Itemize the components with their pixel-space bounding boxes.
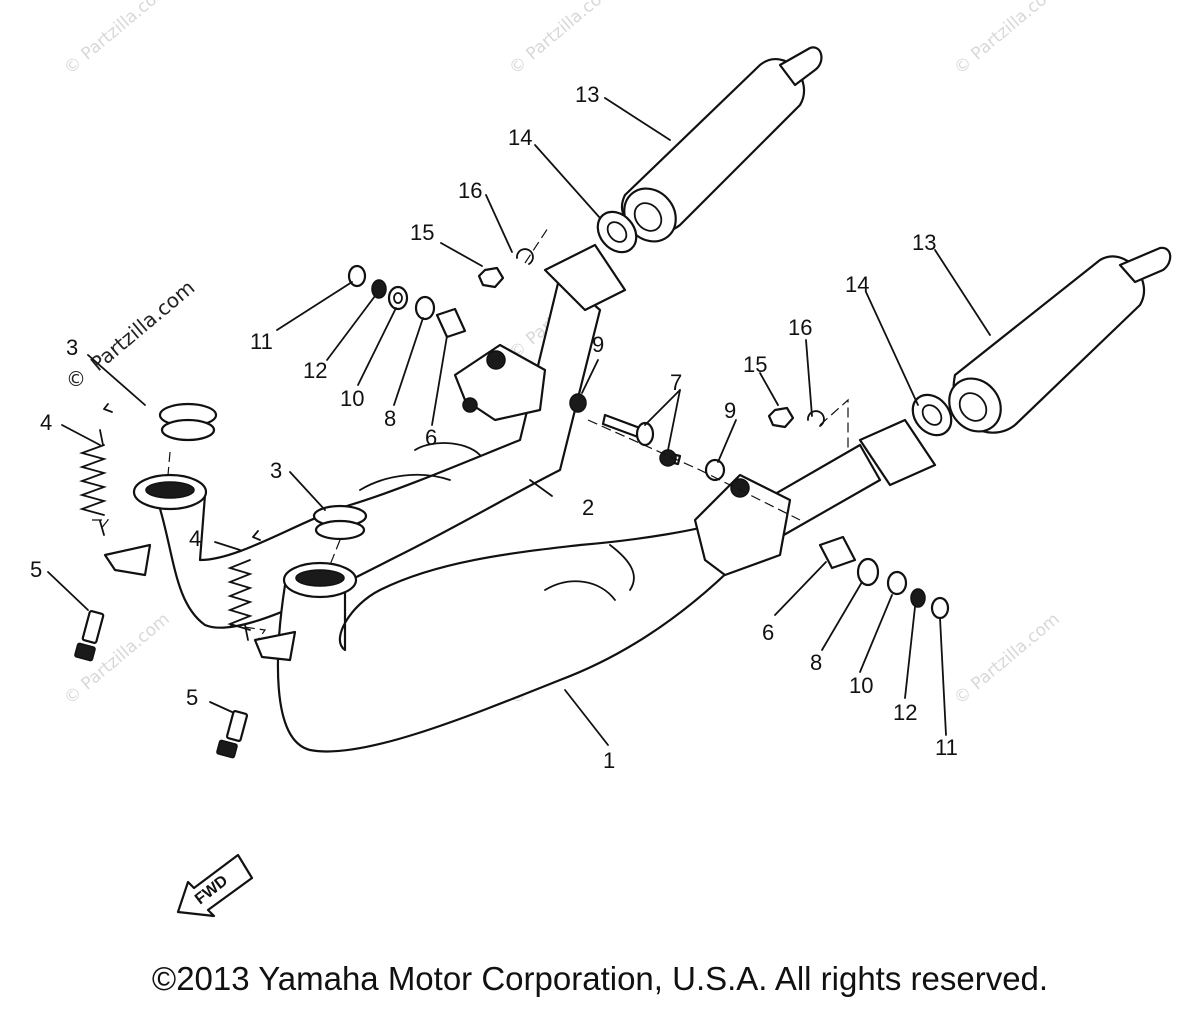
callout-13: 13 [912, 230, 936, 255]
callout-13: 13 [575, 82, 599, 107]
callout-6: 6 [425, 425, 437, 450]
watermark: © Partzilla.com [505, 0, 618, 79]
hardware-stack-upper [347, 264, 467, 339]
callout-8: 8 [810, 650, 822, 675]
watermark-copy-symbol: © [66, 367, 86, 391]
gasket-14-upper [596, 210, 638, 254]
callout-11: 11 [935, 735, 958, 760]
callout-15: 15 [410, 220, 434, 245]
muffler-13-lower [948, 246, 1172, 434]
callout-10: 10 [340, 386, 364, 411]
callout-2: 2 [582, 495, 594, 520]
fwd-arrow-icon: FWD [176, 853, 254, 918]
callout-3: 3 [66, 335, 78, 360]
muffler-13-upper [621, 46, 823, 243]
callout-5: 5 [186, 685, 198, 710]
bolt-5-right [216, 710, 249, 759]
spring-4-left [79, 403, 113, 536]
assembly-lines [92, 227, 849, 641]
callout-7: 7 [670, 370, 682, 395]
callout-11: 11 [250, 329, 273, 354]
watermark: © Partzilla.com [950, 0, 1063, 79]
callout-8: 8 [384, 406, 396, 431]
callout-14: 14 [845, 272, 869, 297]
bolt-5-left [74, 610, 105, 662]
callout-5: 5 [30, 557, 42, 582]
exhaust-pipe-2 [103, 243, 627, 629]
nut-15-upper [477, 266, 505, 289]
callout-12: 12 [303, 358, 327, 383]
callout-16: 16 [458, 178, 482, 203]
callout-1: 1 [603, 748, 615, 773]
callout-15: 15 [743, 352, 767, 377]
callout-10: 10 [849, 673, 873, 698]
callout-6: 6 [762, 620, 774, 645]
callout-12: 12 [893, 700, 917, 725]
hardware-stack-lower [818, 535, 950, 620]
clip-16-upper [516, 248, 534, 265]
watermark-dark: Partzilla.com [86, 275, 199, 376]
watermark: © Partzilla.com [60, 609, 173, 709]
callout-3: 3 [270, 458, 282, 483]
callout-16: 16 [788, 315, 812, 340]
watermark: © Partzilla.com [60, 0, 173, 79]
callout-4: 4 [40, 410, 52, 435]
callout-9: 9 [592, 332, 604, 357]
bolt-7 [601, 413, 682, 467]
callout-14: 14 [508, 125, 532, 150]
nut-15-lower [767, 406, 795, 429]
port-gasket-3-right [312, 504, 368, 541]
copyright-notice: ©2013 Yamaha Motor Corporation, U.S.A. A… [151, 960, 1049, 997]
port-gasket-3-left [158, 402, 218, 442]
callout-4: 4 [189, 526, 201, 551]
exhaust-pipe-1 [253, 418, 937, 753]
callouts: 1 2 3 3 4 4 5 5 6 6 7 8 8 9 9 10 10 11 1… [30, 82, 958, 773]
washer-9-upper [569, 393, 587, 413]
washer-9-lower [704, 458, 726, 482]
callout-9: 9 [724, 398, 736, 423]
gasket-14-lower [911, 393, 953, 437]
watermark: © Partzilla.com [950, 609, 1063, 709]
leader-lines [47, 97, 991, 746]
